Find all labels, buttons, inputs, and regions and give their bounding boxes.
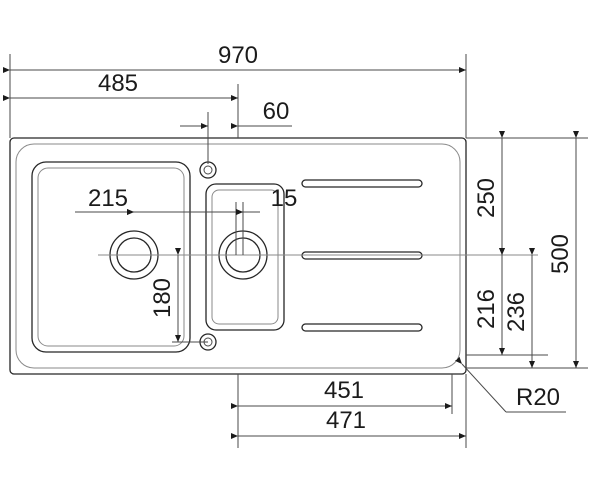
dimension-180-label: 180 [149,278,176,318]
tap-hole-top-center [203,165,213,175]
dimension-485-label: 485 [98,70,138,97]
sink-inner-contour [15,143,461,369]
dimension-250-label: 250 [473,178,500,218]
dimension-451-label: 451 [324,377,364,404]
dimension-215-label: 215 [88,185,128,212]
radius-leader-line [455,356,507,413]
radius-label: R20 [516,384,560,411]
dimension-500-label: 500 [547,234,574,274]
tap-hole-top [199,161,217,179]
sink-outer-contour [9,137,467,375]
drainer-groove-top [301,179,423,188]
dimension-236-label: 236 [503,292,530,332]
small-bowl-inner-outline [211,189,279,325]
dimension-60-label: 60 [263,98,290,125]
dimension-471-label: 471 [326,407,366,434]
small-bowl-outline [205,183,285,331]
dimension-970-label: 970 [218,42,258,69]
dimension-216-label: 216 [473,289,500,329]
dimension-15-label: 15 [271,185,298,212]
main-bowl-outline [31,161,191,353]
main-bowl-inner-outline [37,167,185,347]
drainer-groove-bottom [301,323,423,332]
